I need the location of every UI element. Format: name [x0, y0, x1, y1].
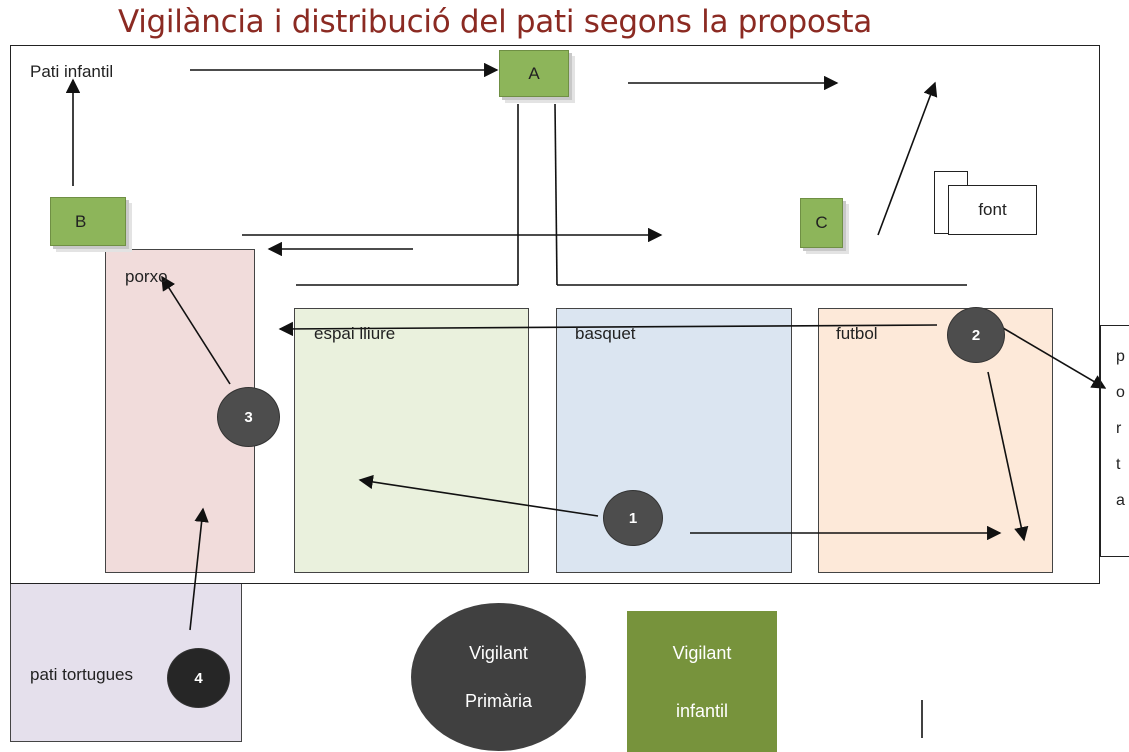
- legend-infantil-line1: Vigilant: [672, 642, 732, 663]
- font-label: font: [978, 200, 1007, 219]
- marker-2-label: 2: [971, 326, 981, 344]
- page-title: Vigilància i distribució del pati segons…: [118, 4, 872, 40]
- vigilant-infantil-post-a: A: [499, 50, 569, 97]
- vigilant-infantil-post-c: C: [800, 198, 843, 248]
- legend-primaria-line1: Vigilant: [469, 643, 528, 663]
- espai-lliure-label: espai lliure: [314, 324, 396, 343]
- vigilant-primaria-marker-1: 1: [603, 490, 663, 546]
- porta-letter: r: [1116, 420, 1122, 437]
- porta-letter: p: [1116, 348, 1125, 365]
- vigilant-infantil-post-b: B: [50, 197, 126, 246]
- legend-primaria-line2: Primària: [464, 691, 532, 711]
- futbol-zone: [818, 308, 1053, 573]
- pati-primaria-area: [10, 45, 1100, 584]
- post-a-label: A: [528, 63, 540, 83]
- porta-letter: o: [1116, 384, 1125, 401]
- basquet-zone: [556, 308, 792, 573]
- marker-3-label: 3: [244, 408, 253, 426]
- post-b-label: B: [75, 211, 87, 231]
- vigilant-primaria-marker-2: 2: [947, 307, 1005, 363]
- pati-tortugues-label: pati tortugues: [30, 665, 134, 684]
- marker-1-label: 1: [628, 509, 638, 527]
- porta-door: [1100, 325, 1129, 557]
- basquet-label: basquet: [575, 324, 636, 343]
- legend-vigilant-primaria: Vigilant Primària: [411, 603, 586, 751]
- marker-4-label: 4: [194, 669, 203, 687]
- porxo-label: porxo: [125, 267, 168, 286]
- legend-vigilant-infantil: Vigilant infantil: [627, 611, 777, 752]
- legend-infantil-line2: infantil: [675, 700, 729, 721]
- porta-letter: t: [1116, 456, 1121, 473]
- vigilant-primaria-marker-4: 4: [167, 648, 230, 708]
- pati-infantil-label: Pati infantil: [30, 62, 114, 81]
- vigilant-primaria-marker-3: 3: [217, 387, 280, 447]
- futbol-label: futbol: [836, 324, 878, 343]
- post-c-label: C: [815, 213, 828, 232]
- porta-letter: a: [1116, 492, 1125, 509]
- font-box: font: [948, 185, 1037, 235]
- espai-lliure-zone: [294, 308, 529, 573]
